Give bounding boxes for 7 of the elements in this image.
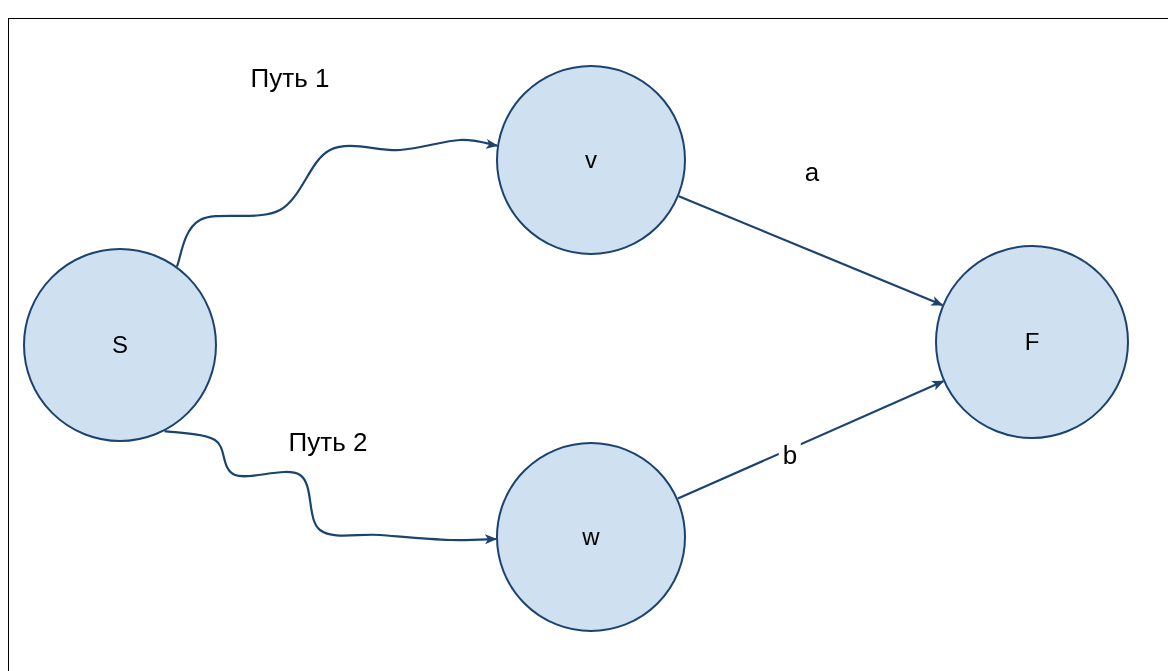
arrow: [678, 195, 944, 306]
node-label: v: [585, 145, 597, 175]
arrow: [164, 430, 497, 545]
arrow: [677, 380, 945, 500]
node-label: S: [112, 330, 128, 360]
node-label: w: [582, 522, 600, 552]
node-label: F: [1024, 327, 1040, 357]
